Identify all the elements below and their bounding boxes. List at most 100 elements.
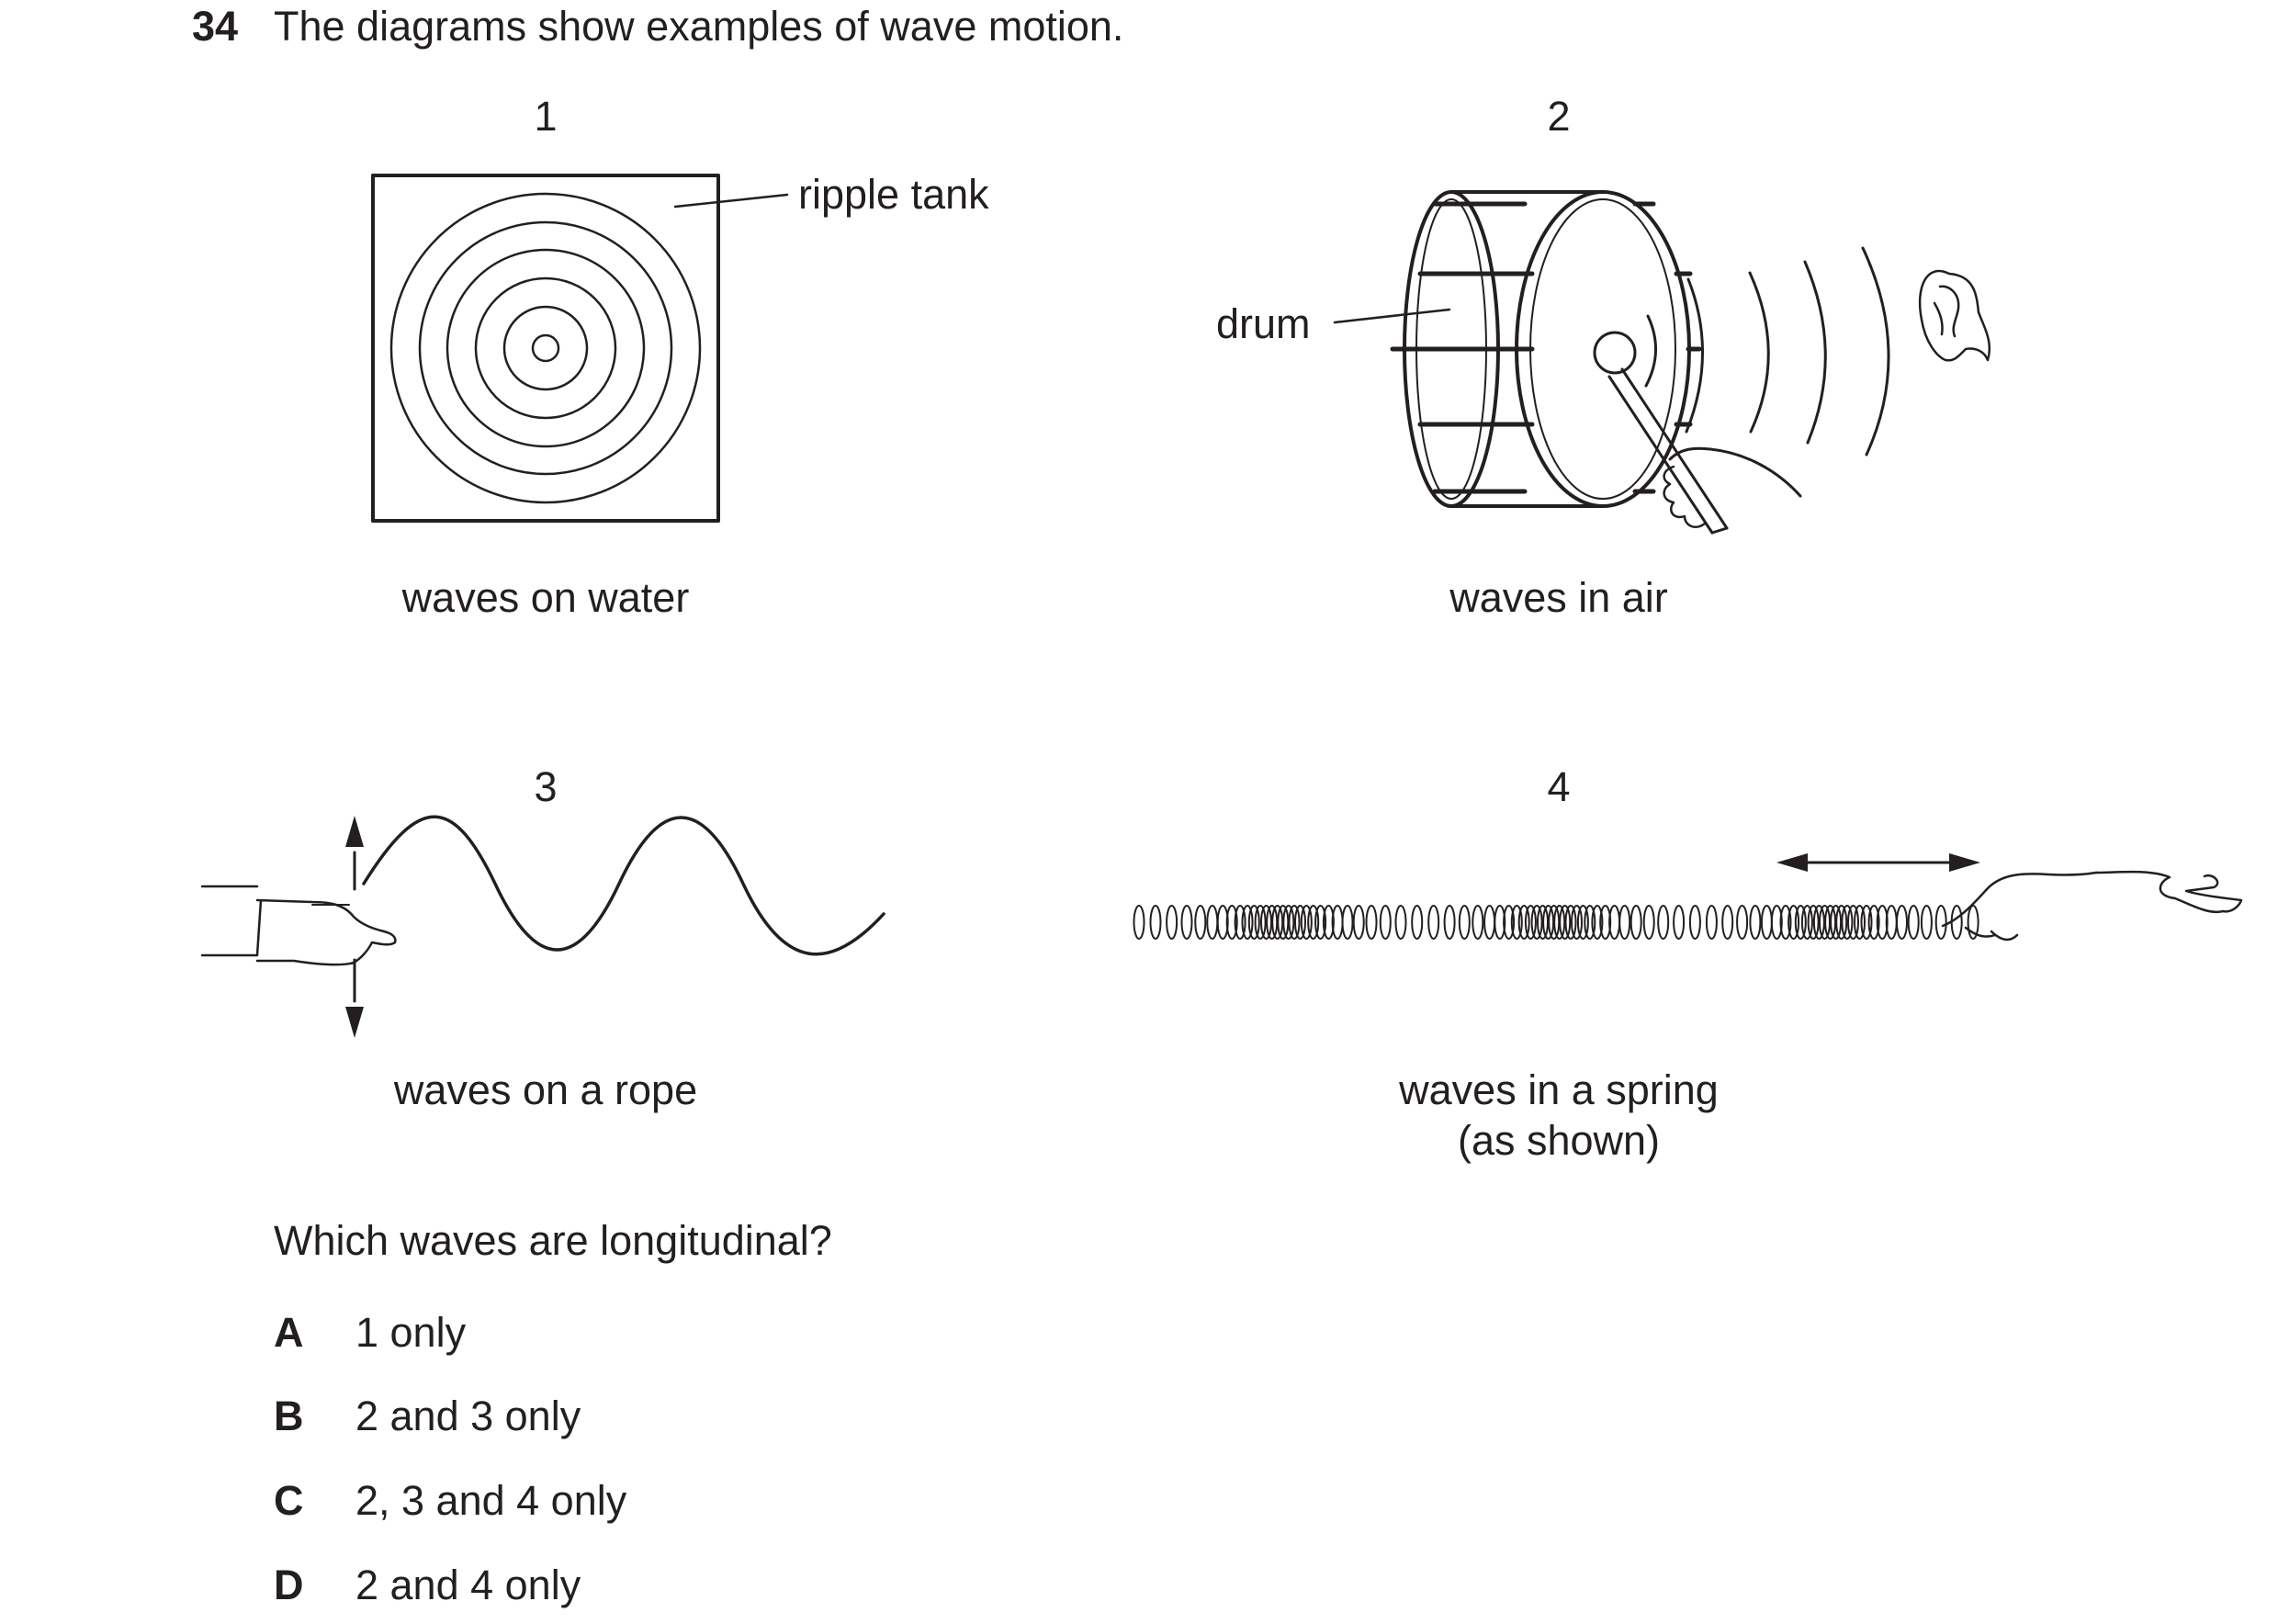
drum-leader-line xyxy=(1333,308,1451,324)
spring-coil-loop xyxy=(1721,905,1734,940)
spring-coil-loop xyxy=(1630,905,1642,940)
spring-coil-loop xyxy=(1427,905,1440,940)
option-d-text[interactable]: 2 and 4 only xyxy=(355,1562,581,1608)
drum-hand xyxy=(1668,446,1802,498)
spring-coil-loop xyxy=(1300,905,1313,940)
spring-coil-loop xyxy=(1705,905,1718,940)
spring-coil-loop xyxy=(1266,905,1279,940)
spring-coil-loop xyxy=(1483,905,1496,940)
spring-coil-loop xyxy=(1830,905,1843,940)
spring-coil-loop xyxy=(1166,905,1178,940)
spring-coil-loop xyxy=(1314,905,1327,940)
spring-coil-loop xyxy=(1854,905,1866,940)
spring-coil-loop xyxy=(1564,905,1577,940)
spring-coil-loop xyxy=(1760,905,1773,940)
spring-coil-loop xyxy=(1657,905,1670,940)
spring-coil-loop xyxy=(1553,905,1566,940)
spring-coil-loop xyxy=(1503,905,1516,940)
spring-coil-loop xyxy=(1642,905,1655,940)
spring-coil-loop xyxy=(1559,905,1572,940)
spring-coil-loop xyxy=(1254,905,1267,940)
rope-figure xyxy=(200,815,885,1038)
spring-coil-loop xyxy=(1576,905,1589,940)
spring-coil-loop xyxy=(1411,905,1424,940)
drum-figure xyxy=(1333,190,1991,535)
spring-coil-loop xyxy=(1749,905,1762,940)
spring-coil-loop xyxy=(1277,905,1290,940)
option-d-letter: D xyxy=(274,1562,304,1608)
spring-coil-loop xyxy=(1950,905,1963,940)
spring-coil-loop xyxy=(1591,905,1604,940)
spring-coil-loop xyxy=(1510,905,1523,940)
spring-coil-loop xyxy=(1443,905,1456,940)
spring-coil-loop xyxy=(1472,905,1484,940)
spring-coil-loop xyxy=(1271,905,1284,940)
spring-coil-loop xyxy=(1618,905,1631,940)
spring-coil-loop xyxy=(1787,905,1800,940)
spring-coil-loop xyxy=(1673,905,1686,940)
diagram-3-number: 3 xyxy=(534,763,558,810)
spring-coil-loop xyxy=(1458,905,1471,940)
diagram-2-number: 2 xyxy=(1547,93,1571,140)
spring-coil-loop xyxy=(1294,905,1306,940)
ripple-tank-label: ripple tank xyxy=(798,171,989,218)
spring-coil-loop xyxy=(1812,905,1825,940)
rope-wave xyxy=(362,815,885,956)
ripple-circles xyxy=(389,192,702,504)
ripple-tank-leader-line xyxy=(673,193,789,209)
spring-coil-loop xyxy=(1779,905,1792,940)
spring-coil-loop xyxy=(1867,905,1880,940)
option-a-text[interactable]: 1 only xyxy=(355,1309,467,1356)
diagram-4-caption-line2: (as shown) xyxy=(1457,1117,1661,1164)
question-number: 34 xyxy=(192,3,239,50)
drum-label: drum xyxy=(1216,300,1311,347)
option-c-text[interactable]: 2, 3 and 4 only xyxy=(355,1477,627,1524)
spring-coil-loop xyxy=(1794,905,1807,940)
spring-coil-loop xyxy=(1322,905,1335,940)
spring-coil-loop xyxy=(1307,905,1320,940)
spring-figure xyxy=(1133,853,2243,942)
spring-coil-loop xyxy=(1819,905,1831,940)
diagram-1-caption: waves on water xyxy=(401,574,690,621)
spring-coil-loop xyxy=(1133,905,1145,940)
spring-coil-loop xyxy=(1517,905,1530,940)
spring-coil-loop xyxy=(1542,905,1555,940)
spring-coil-loop xyxy=(1234,905,1246,940)
spring-coil-loop xyxy=(1282,905,1295,940)
option-b-letter: B xyxy=(274,1393,304,1439)
spring-coil-loop xyxy=(1206,905,1219,940)
question-prompt: Which waves are longitudinal? xyxy=(274,1217,832,1264)
spring-coil-loop xyxy=(1599,905,1612,940)
spring-coil-loop xyxy=(1967,905,1979,940)
spring-coil-loop xyxy=(1934,905,1947,940)
spring-coil-loop xyxy=(1194,905,1207,940)
drum-tension-rods xyxy=(1390,201,1702,494)
spring-coil-loop xyxy=(1824,905,1837,940)
spring-coil-loop xyxy=(1247,905,1260,940)
option-a-letter: A xyxy=(274,1309,304,1356)
spring-coil-loop xyxy=(1847,905,1859,940)
rope-hand xyxy=(200,885,397,966)
spring-coil-loop xyxy=(1352,905,1365,940)
spring-coil-loop xyxy=(1770,905,1783,940)
spring-coil-loop xyxy=(1260,905,1272,940)
diagram-3-caption: waves on a rope xyxy=(393,1066,698,1113)
spring-motion-arrow xyxy=(1776,853,1980,872)
diagram-2-caption: waves in air xyxy=(1449,574,1668,621)
spring-coil-loop xyxy=(1688,905,1701,940)
spring-coil-loop xyxy=(1800,905,1813,940)
option-c-letter: C xyxy=(274,1477,304,1524)
spring-coil-loop xyxy=(1736,905,1749,940)
spring-hand xyxy=(2094,870,2243,914)
spring-coil-loop xyxy=(1530,905,1543,940)
ripple-tank-frame xyxy=(371,174,720,523)
spring-coil-loop xyxy=(1288,905,1301,940)
spring-coil-loop xyxy=(1907,905,1920,940)
option-b-text[interactable]: 2 and 3 only xyxy=(355,1393,581,1439)
spring-coil-loop xyxy=(1860,905,1873,940)
spring-coil-loop xyxy=(1180,905,1193,940)
spring-coil-loop xyxy=(1537,905,1549,940)
spring-coil-loop xyxy=(1835,905,1848,940)
spring-coil-loop xyxy=(1379,905,1392,940)
